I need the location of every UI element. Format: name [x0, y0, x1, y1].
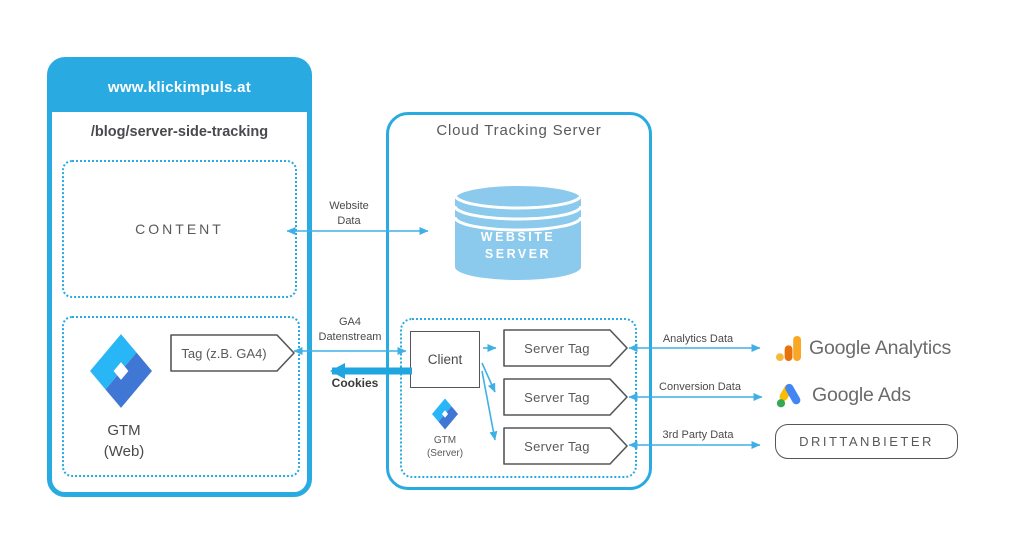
cloud-title: Cloud Tracking Server: [436, 122, 602, 139]
ga4-datenstream-label: GA4 Datenstream: [318, 316, 382, 343]
client-box: Client: [410, 331, 480, 388]
google-analytics-row: Google Analytics: [776, 334, 951, 362]
third-party-data-label: 3rd Party Data: [662, 429, 734, 441]
google-ads-row: Google Ads: [776, 381, 911, 409]
cookies-label: Cookies: [331, 376, 379, 390]
browser-window: www.klickimpuls.at /blog/server-side-tra…: [47, 57, 312, 497]
cloud-tracking-server-box: Cloud Tracking Server WEBSITE SERVER Cli…: [386, 112, 652, 490]
website-server-db: WEBSITE SERVER: [455, 185, 581, 281]
ga4-tag-label: Tag (z.B. GA4): [181, 345, 267, 361]
google-analytics-label: Google Analytics: [809, 336, 952, 359]
gtm-web-box: GTM (Web) Tag (z.B. GA4): [62, 316, 300, 477]
website-data-label: Website Data: [329, 200, 369, 227]
server-tag-2-label: Server Tag: [524, 389, 590, 405]
google-ads-label: Google Ads: [812, 383, 911, 406]
website-server-label: WEBSITE SERVER: [480, 230, 556, 261]
server-tag-1-label: Server Tag: [524, 340, 590, 356]
analytics-data-label: Analytics Data: [662, 333, 734, 345]
conversion-data-label: Conversion Data: [659, 381, 741, 393]
content-box: CONTENT: [62, 160, 297, 298]
content-label: CONTENT: [135, 221, 224, 237]
database-cylinder-icon: [455, 186, 581, 280]
drittanbieter-box: DRITTANBIETER: [775, 424, 958, 459]
google-ads-icon: [776, 383, 801, 408]
server-tag-2: Server Tag: [503, 378, 629, 416]
gtm-server-logo-icon: [432, 398, 458, 430]
google-analytics-icon: [776, 335, 801, 361]
gtm-web-logo-icon: [90, 334, 152, 408]
gtm-web-label: GTM (Web): [103, 422, 145, 460]
server-tag-3: Server Tag: [503, 427, 629, 465]
site-url-title: www.klickimpuls.at: [107, 78, 252, 96]
page-path: /blog/server-side-tracking: [90, 124, 269, 140]
browser-header: www.klickimpuls.at: [52, 62, 307, 112]
server-tag-1: Server Tag: [503, 329, 629, 367]
ga4-tag-shape: Tag (z.B. GA4): [170, 334, 296, 372]
server-tag-3-label: Server Tag: [524, 438, 590, 454]
gtm-server-label: GTM (Server): [426, 435, 464, 459]
